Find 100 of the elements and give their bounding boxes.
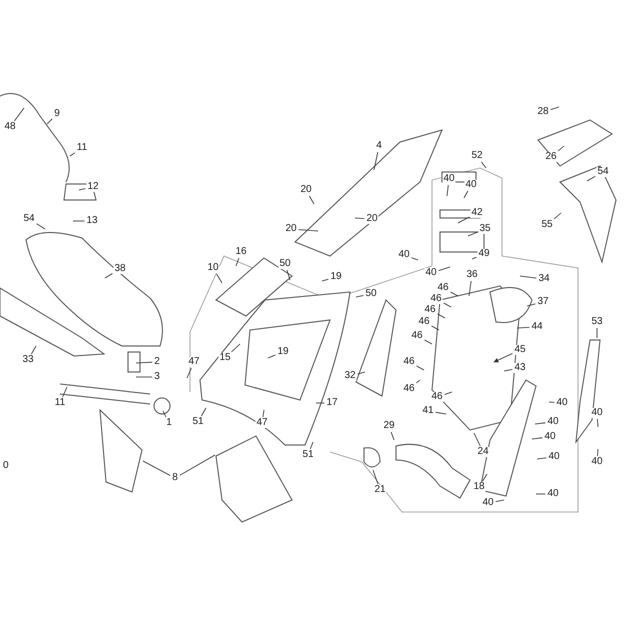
leader-line (464, 190, 468, 198)
leader-line (481, 162, 486, 168)
leader-line (504, 369, 513, 372)
leader-line (310, 442, 314, 450)
leader-line (437, 314, 446, 318)
callout-number: 36 (465, 270, 479, 280)
leader-line (136, 376, 153, 378)
callout-number: 34 (537, 274, 551, 284)
callout-number: 28 (536, 107, 550, 117)
callout-number: 18 (472, 482, 486, 492)
leader-line (597, 418, 598, 428)
callout-number: 35 (478, 224, 492, 234)
leader-line (262, 410, 264, 418)
callout-number: 24 (476, 447, 490, 457)
callout-number: 11 (76, 143, 88, 153)
callout-number: 15 (218, 353, 232, 363)
leader-line (78, 188, 86, 190)
leader-line (316, 402, 325, 404)
leader-line (494, 353, 513, 362)
leader-line (558, 146, 564, 152)
callout-number: 1 (165, 418, 173, 428)
leader-line (14, 108, 24, 122)
callout-number: 54 (22, 214, 36, 224)
leader-line (162, 410, 166, 418)
callout-number: 40 (442, 174, 456, 184)
leader-line (372, 470, 378, 484)
leader-line (416, 380, 420, 384)
callout-number: 42 (470, 208, 484, 218)
leader-line (424, 340, 432, 344)
callout-number: 38 (113, 264, 127, 274)
leader-line (142, 460, 171, 476)
callout-number: 20 (284, 224, 298, 234)
leader-line (520, 276, 537, 278)
callout-number: 40 (543, 432, 557, 442)
leader-line (104, 273, 113, 278)
leader-line (236, 258, 240, 266)
callout-number: 53 (590, 317, 604, 327)
callout-number: 44 (530, 322, 544, 332)
callout-number: 49 (477, 249, 491, 259)
callout-number: 29 (382, 421, 396, 431)
leader-line (495, 500, 504, 502)
leader-line (468, 280, 472, 296)
leader-line (374, 152, 378, 170)
callout-number: 46 (436, 283, 450, 293)
leader-line (46, 118, 53, 124)
leader-line (431, 326, 440, 330)
callout-number: 33 (21, 355, 35, 365)
leader-line (526, 304, 536, 306)
callout-number: 54 (596, 167, 610, 177)
leader-line (550, 106, 560, 110)
callout-number: 20 (365, 214, 379, 224)
callout-number: 19 (329, 272, 343, 282)
leader-line (438, 266, 450, 271)
leader-line (596, 328, 598, 338)
leader-line (231, 344, 240, 352)
leader-line (186, 368, 192, 378)
leader-line (597, 448, 598, 456)
callout-number: 46 (410, 331, 424, 341)
callout-number: 40 (464, 180, 478, 190)
callout-number: 51 (301, 450, 315, 460)
leader-line (268, 354, 276, 358)
callout-number: 46 (402, 357, 416, 367)
leader-line (36, 223, 46, 230)
callout-number: 10 (206, 263, 220, 273)
callout-number: 48 (3, 122, 17, 132)
leader-line (458, 216, 470, 224)
callout-number: 46 (430, 392, 444, 402)
leader-line (62, 386, 68, 398)
callout-number: 13 (85, 216, 99, 226)
callout-number: 46 (423, 305, 437, 315)
leader-line (534, 422, 546, 424)
leader-line (586, 176, 596, 182)
callout-number: 20 (299, 185, 313, 195)
callout-number: 40 (546, 489, 560, 499)
callout-number: 40 (424, 268, 438, 278)
callout-number: 40 (590, 457, 604, 467)
leader-line (536, 458, 547, 460)
leader-line (532, 437, 543, 440)
callout-number: 8 (171, 473, 179, 483)
leader-line (72, 220, 85, 222)
callout-number: 2 (153, 357, 161, 367)
callout-number: 50 (364, 289, 378, 299)
callout-number: 46 (402, 384, 416, 394)
callout-number: 40 (555, 398, 569, 408)
leader-line (309, 196, 314, 204)
leader-line (31, 346, 36, 354)
leader-line (435, 412, 446, 414)
callout-number: 46 (429, 294, 443, 304)
leader-line (443, 302, 452, 308)
leader-line (472, 256, 477, 260)
callout-number: 16 (234, 247, 248, 257)
callout-number: 47 (255, 418, 269, 428)
leader-line (179, 454, 216, 476)
callout-number: 43 (513, 363, 527, 373)
leader-line (548, 402, 555, 403)
callout-number: 37 (536, 297, 550, 307)
leader-line (516, 327, 530, 328)
callout-number: 12 (86, 182, 100, 192)
leader-line (354, 218, 365, 219)
callout-number: 45 (513, 345, 527, 355)
